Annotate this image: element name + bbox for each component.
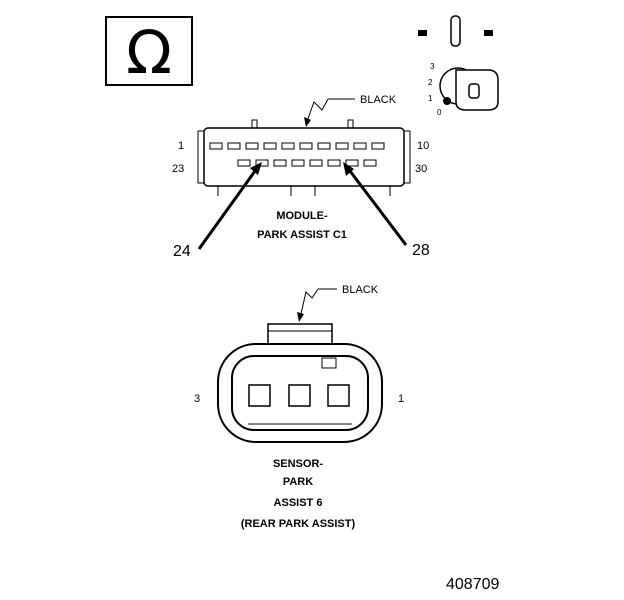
sensor-name-line3: ASSIST 6 <box>274 497 323 509</box>
module-name-line2: PARK ASSIST C1 <box>257 229 347 241</box>
module-bottom-row-cavities <box>237 159 377 167</box>
module-pin-10-label: 10 <box>417 140 429 152</box>
module-top-row-cavities <box>209 142 385 150</box>
module-callout-28: 28 <box>412 242 430 259</box>
sensor-color-label: BLACK <box>342 284 379 296</box>
sensor-cavities <box>248 384 350 407</box>
module-color-label: BLACK <box>360 94 397 106</box>
sensor-pin-1-label: 1 <box>398 393 404 405</box>
omega-symbol-box: Ω <box>105 16 193 88</box>
module-pin-30-label: 30 <box>415 163 427 175</box>
module-connector: BLACK <box>172 94 430 260</box>
key-position-2: 2 <box>428 78 433 87</box>
omega-icon: Ω <box>126 18 172 88</box>
sensor-pin-3-label: 3 <box>194 393 200 405</box>
sensor-name-line1: SENSOR- <box>273 458 323 470</box>
key-icon: 3 2 1 0 <box>418 15 499 117</box>
sensor-connector: BLACK 3 1 SENSOR- PARK ASSIST 6 (REAR PA… <box>194 284 404 530</box>
key-position-0: 0 <box>437 108 442 117</box>
module-pin-23-label: 23 <box>172 163 184 175</box>
key-position-3: 3 <box>430 62 435 71</box>
module-callout-24: 24 <box>173 243 191 260</box>
key-position-1: 1 <box>428 94 433 103</box>
diagram-id: 408709 <box>446 576 499 593</box>
sensor-name-line4: (REAR PARK ASSIST) <box>241 518 356 530</box>
module-pin-1-label: 1 <box>178 140 184 152</box>
sensor-name-line2: PARK <box>283 476 313 488</box>
module-name-line1: MODULE- <box>276 210 328 222</box>
